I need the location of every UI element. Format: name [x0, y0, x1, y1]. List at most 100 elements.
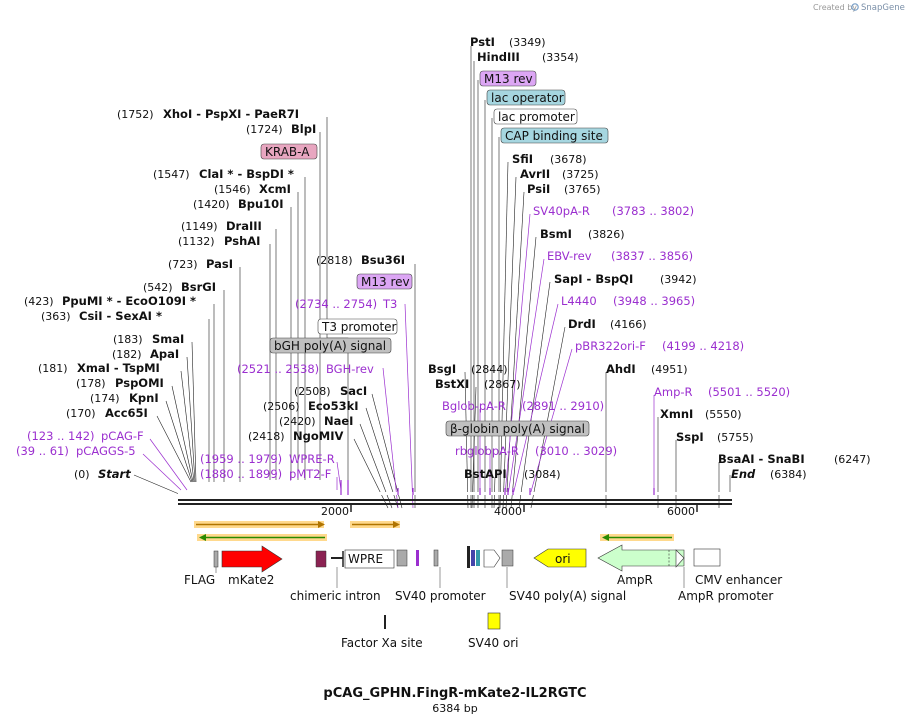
acc65i-site: Acc65I [105, 406, 148, 420]
ahdi-pos: (4951) [651, 363, 688, 376]
m13-rev-label-left: M13 rev [361, 275, 410, 289]
sspi-pos: (5755) [717, 431, 754, 444]
bsmi-pos: (3826) [588, 228, 625, 241]
wpre-r-primer: WPRE-R [289, 452, 335, 466]
bgh-rev-primer: BGH-rev [326, 362, 374, 376]
bstxi-pos: (2867) [484, 378, 521, 391]
avrii-site: AvrII [520, 167, 550, 181]
tick-label-2000: 2000 [321, 505, 349, 518]
t3-promoter-feature: T3 promoter [317, 318, 398, 335]
ppumi-pos: (423) [24, 295, 54, 308]
sv40-ori-label: SV40 ori [468, 636, 519, 650]
end-label: End [731, 467, 756, 481]
naei-pos: (2420) [279, 415, 316, 428]
lac-operator-label: lac operator [491, 91, 564, 105]
psii-site: PsiI [527, 182, 550, 196]
cmv-enhancer-label: CMV enhancer [695, 573, 782, 587]
mkate2-label: mKate2 [228, 573, 274, 587]
acc65i-pos: (170) [66, 407, 96, 420]
chimeric-intron-label: chimeric intron [290, 589, 381, 603]
eco53ki-site: Eco53kI [308, 399, 359, 413]
kpni-pos: (174) [90, 392, 120, 405]
naei-site: NaeI [324, 414, 353, 428]
blpi-pos: (1724) [246, 123, 283, 136]
lac-promoter-label: lac promoter [498, 110, 575, 124]
saci-pos: (2508) [294, 385, 331, 398]
sspi-site: SspI [676, 430, 704, 444]
factor-xa-label: Factor Xa site [341, 636, 423, 650]
draiii-pos: (1149) [181, 220, 218, 233]
ampr-promoter-feature [675, 549, 685, 568]
pbr322ori-f-range: (4199 .. 4218) [662, 339, 744, 353]
xhoi-site: XhoI - PspXI - PaeR7I [163, 107, 299, 121]
axis-feature-ticks [340, 480, 655, 495]
pcaggs-5-range: (39 .. 61) [16, 444, 69, 458]
start-pos: (0) [74, 468, 90, 481]
factor-xa-feature [384, 615, 386, 629]
feature-label-leaders [215, 567, 685, 588]
rbglobpa-r-primer: rbglobpA-R [455, 444, 519, 458]
m13-rev-feature-right: M13 rev [479, 70, 537, 87]
bsrgi-pos: (542) [143, 281, 173, 294]
wpre-label: WPRE [348, 552, 383, 566]
t3-primer: T3 [382, 297, 397, 311]
ampr-feature [597, 544, 685, 572]
xhoi-pos: (1752) [117, 108, 154, 121]
rbglobpa-r-range: (3010 .. 3029) [535, 444, 617, 458]
psii-pos: (3765) [564, 183, 601, 196]
sequence-axis [178, 492, 732, 512]
bpu10i-pos: (1420) [193, 198, 230, 211]
xcmi-pos: (1546) [214, 183, 251, 196]
sfii-pos: (3678) [550, 153, 587, 166]
amp-r-primer: Amp-R [654, 385, 693, 399]
pshai-site: PshAI [224, 234, 260, 248]
beta-globin-polya-feature: β-globin poly(A) signal [445, 420, 590, 437]
end-pos: (6384) [770, 468, 807, 481]
pasi-pos: (723) [168, 258, 198, 271]
pspomi-site: PspOMI [115, 376, 164, 390]
lac-operator-feature: lac operator [486, 89, 566, 106]
sfii-site: SfiI [512, 152, 533, 166]
bsu36i-site: Bsu36I [361, 253, 405, 267]
clai-site: ClaI * - BspDI * [199, 167, 294, 181]
ori-label: ori [555, 552, 571, 566]
bsrgi-site: BsrGI [181, 280, 216, 294]
apai-pos: (182) [112, 348, 142, 361]
left-primer-connectors [142, 438, 188, 491]
bgh-polya-block [396, 549, 408, 567]
ebv-rev-range: (3837 .. 3856) [611, 249, 693, 263]
bsgi-pos: (2844) [471, 363, 508, 376]
plasmid-title: pCAG_GPHN.FingR-mKate2-IL2RGTC [323, 686, 586, 701]
pasi-site: PasI [206, 257, 233, 271]
sv40-polya-feature [501, 549, 514, 567]
pbr322ori-f-primer: pBR322ori-F [575, 339, 646, 353]
bsu36i-pos: (2818) [316, 254, 353, 267]
clai-pos: (1547) [153, 168, 190, 181]
kpni-site: KpnI [129, 391, 159, 405]
sv40pa-r-primer: SV40pA-R [533, 204, 590, 218]
apai-site: ApaI [150, 347, 179, 361]
snapgene-logo-icon [851, 3, 859, 11]
smai-pos: (183) [113, 333, 143, 346]
psti-site: PstI [470, 35, 495, 49]
cap-binding-site-feature: CAP binding site [500, 127, 609, 144]
m13-rev-label-right: M13 rev [484, 72, 533, 86]
pcag-f-range: (123 .. 142) [27, 429, 95, 443]
xmai-pos: (181) [38, 362, 68, 375]
pspomi-pos: (178) [76, 377, 106, 390]
ngomiv-site: NgoMIV [293, 429, 343, 443]
bsaai-pos: (6247) [834, 453, 871, 466]
sapi-pos: (3942) [660, 273, 697, 286]
mkate2-feature [221, 545, 283, 573]
left-site-connectors [156, 117, 349, 483]
flag-label: FLAG [184, 573, 215, 587]
avrii-pos: (3725) [562, 168, 599, 181]
cap-binding-site-label: CAP binding site [505, 129, 603, 143]
ebv-rev-primer: EBV-rev [547, 249, 592, 263]
pmt2-f-range: (1880 .. 1899) [200, 467, 282, 481]
draiii-site: DraIII [226, 219, 262, 233]
beta-globin-polya-label: β-globin poly(A) signal [450, 422, 585, 436]
bgh-polya-label: bGH poly(A) signal [274, 339, 386, 353]
xmni-pos: (5550) [705, 408, 742, 421]
